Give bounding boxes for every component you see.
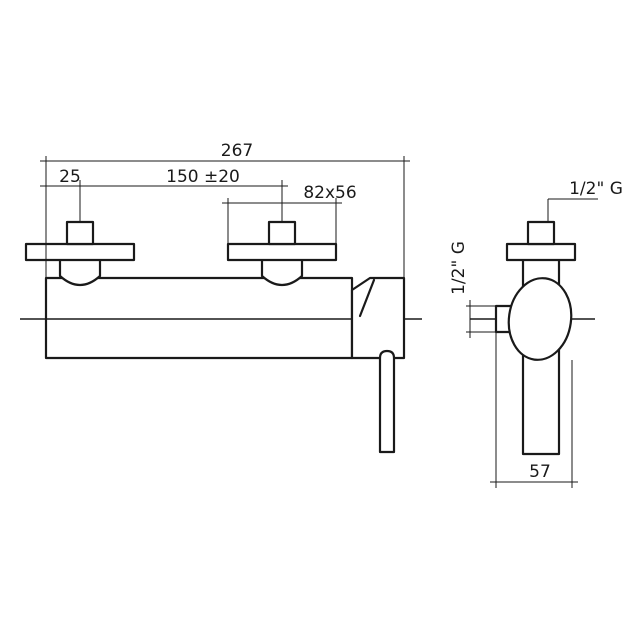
- right-rosette: [226, 242, 338, 262]
- offset-label: 25: [59, 167, 81, 187]
- front-dimensions: 267 25 150 ±20 82x56: [40, 141, 410, 278]
- right-inlet-connector: [260, 256, 304, 287]
- front-view: [20, 220, 422, 454]
- mixer-body: [44, 276, 354, 360]
- right-inlet-nipple: [267, 220, 297, 246]
- left-inlet-connector: [58, 256, 102, 287]
- center-distance-label: 150 ±20: [166, 167, 240, 187]
- lever-handle: [378, 349, 396, 454]
- side-top-nipple: [526, 220, 556, 246]
- side-depth-label: 57: [529, 462, 551, 482]
- side-view: [470, 220, 595, 456]
- overall-width-label: 267: [221, 141, 253, 161]
- side-thread-label: 1/2" G: [449, 241, 469, 295]
- left-inlet-nipple: [65, 220, 95, 246]
- side-dimensions: 1/2" G 1/2" G 57: [449, 179, 623, 488]
- side-rosette: [505, 242, 577, 262]
- rosette-label: 82x56: [303, 183, 356, 203]
- side-lever-cap: [507, 277, 573, 361]
- cartridge-housing: [350, 276, 406, 360]
- left-rosette: [24, 242, 136, 262]
- top-thread-label: 1/2" G: [569, 179, 623, 199]
- cartridge-inner-edge: [358, 278, 376, 318]
